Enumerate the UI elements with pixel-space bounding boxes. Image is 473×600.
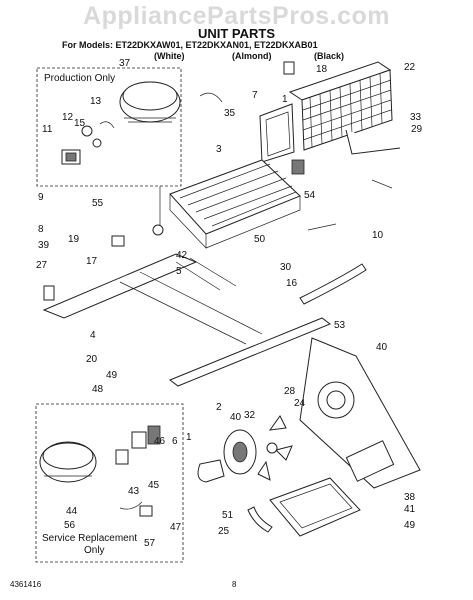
callout-1: 1	[186, 432, 192, 443]
callout-5: 5	[176, 266, 182, 277]
callout-54: 54	[304, 190, 316, 201]
callout-51: 51	[222, 510, 234, 521]
callout-42: 42	[176, 250, 188, 261]
watermark: AppliancePartsPros.com	[83, 2, 390, 30]
service-replacement-label-line2: Only	[84, 545, 105, 556]
callout-57: 57	[144, 538, 156, 549]
callout-56: 56	[64, 520, 76, 531]
part-16-drawing	[43, 285, 55, 301]
production-only-box	[36, 67, 182, 187]
callout-24: 24	[294, 398, 306, 409]
callout-41: 41	[404, 504, 416, 515]
document-number: 4361416	[10, 580, 42, 589]
callout-6: 6	[172, 436, 178, 447]
callout-7: 7	[252, 90, 258, 101]
service-replacement-label-line1: Service Replacement	[42, 533, 138, 544]
base-frame-drawing	[42, 253, 332, 387]
callout-35: 35	[224, 108, 236, 119]
part-39-drawing	[152, 224, 164, 236]
callout-50: 50	[254, 234, 266, 245]
fan-motor-drawing	[197, 415, 293, 483]
drain-pan-drawing	[269, 477, 361, 537]
callout-55: 55	[92, 198, 104, 209]
model-list: For Models: ET22DKXAW01, ET22DKXAN01, ET…	[62, 40, 318, 50]
callout-12: 12	[62, 112, 74, 123]
compressor-production-drawing	[61, 81, 181, 165]
tube-27-drawing	[299, 263, 367, 305]
callout-20: 20	[86, 354, 98, 365]
callout-43: 43	[128, 486, 140, 497]
callout-28: 28	[284, 386, 296, 397]
production-only-label: Production Only	[44, 73, 116, 84]
part-54-drawing	[291, 159, 305, 175]
callout-13: 13	[90, 96, 102, 107]
part-10-drawing	[371, 179, 393, 189]
page-number: 8	[232, 580, 237, 589]
callout-40: 40	[230, 412, 242, 423]
callout-33: 33	[410, 112, 422, 123]
part-17-drawing	[111, 235, 125, 247]
callout-4: 4	[90, 330, 96, 341]
drain-tube-drawing	[247, 506, 273, 533]
callout-30: 30	[280, 262, 292, 273]
callout-11: 11	[42, 124, 53, 135]
callout-37: 37	[119, 58, 131, 69]
callout-16: 16	[286, 278, 298, 289]
motor-bracket-drawing	[299, 337, 421, 489]
callout-2: 2	[216, 402, 222, 413]
callout-32: 32	[244, 410, 256, 421]
callout-10: 10	[372, 230, 384, 241]
callout-3: 3	[216, 144, 222, 155]
part-50-drawing	[307, 223, 337, 231]
callout-25: 25	[218, 526, 230, 537]
page-title: UNIT PARTS	[197, 26, 276, 41]
callout-19: 19	[68, 234, 80, 245]
callout-46: 46	[154, 436, 166, 447]
callout-22: 22	[404, 62, 416, 73]
callout-9: 9	[38, 192, 44, 203]
callout-49: 49	[106, 370, 118, 381]
part-33-drawing	[345, 129, 401, 155]
callout-15: 15	[74, 118, 86, 129]
callout-53: 53	[334, 320, 346, 331]
part-35-drawing	[199, 92, 223, 103]
callout-48: 48	[92, 384, 104, 395]
callout-17: 17	[86, 256, 98, 267]
evaporator-drawing	[169, 159, 301, 249]
callout-47: 47	[170, 522, 182, 533]
callout-8: 8	[38, 224, 44, 235]
callout-49: 49	[404, 520, 416, 531]
service-replacement-box	[35, 403, 184, 563]
part-18-drawing	[283, 61, 295, 75]
color-almond-label: (Almond)	[232, 51, 272, 61]
callout-39: 39	[38, 240, 50, 251]
compressor-service-drawing	[39, 425, 161, 517]
fan-shroud-drawing	[259, 103, 295, 163]
color-black-label: (Black)	[314, 51, 345, 61]
condenser-drawing	[288, 61, 393, 151]
callout-38: 38	[404, 492, 416, 503]
callout-29: 29	[411, 124, 423, 135]
callout-18: 18	[316, 64, 328, 75]
callout-44: 44	[66, 506, 78, 517]
callout-45: 45	[148, 480, 160, 491]
callout-40: 40	[376, 342, 388, 353]
callout-1: 1	[282, 94, 288, 105]
color-white-label: (White)	[154, 51, 185, 61]
callout-27: 27	[36, 260, 48, 271]
